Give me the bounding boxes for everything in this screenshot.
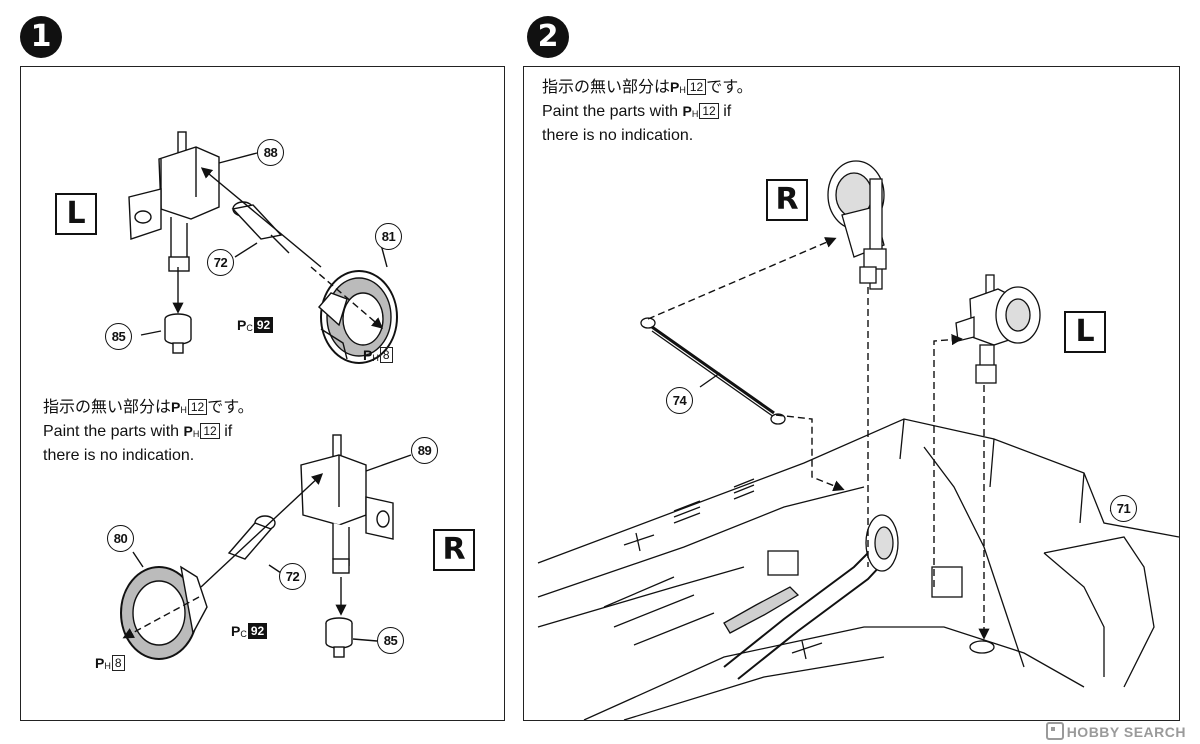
paint-mark: PH xyxy=(363,347,379,363)
callout-85-upper: 85 xyxy=(105,323,132,350)
shaft-72-upper xyxy=(231,201,290,254)
paint-code-box: 8 xyxy=(111,655,125,671)
paint-code-box: 12 xyxy=(200,423,220,439)
note-english-line2: there is no indication. xyxy=(43,447,195,464)
callout-85-lower: 85 xyxy=(377,627,404,654)
step-1-number: 1 xyxy=(20,16,62,58)
hobbysearch-watermark: HOBBY SEARCH xyxy=(1045,722,1186,740)
knuckle-88-left xyxy=(128,131,220,272)
brake-disc-81 xyxy=(318,270,398,364)
knuckle-assembly-left xyxy=(955,274,1041,384)
paint-code-box: 12 xyxy=(699,103,719,119)
shaft-72-lower xyxy=(227,515,276,560)
underbody-71 xyxy=(537,418,1179,720)
callout-72-lower: 72 xyxy=(279,563,306,590)
callout-88: 88 xyxy=(257,139,284,166)
paint-mark: PH xyxy=(682,103,699,119)
callout-74: 74 xyxy=(666,387,693,414)
tie-rod-74 xyxy=(640,317,786,425)
callout-80: 80 xyxy=(107,525,134,552)
callout-89: 89 xyxy=(411,437,438,464)
hobbysearch-logo-icon xyxy=(1045,722,1064,740)
side-marker-left: L xyxy=(55,193,97,235)
bushing-85-lower xyxy=(325,617,353,658)
paint-code-box: 92 xyxy=(247,623,268,639)
paint-mark: PH xyxy=(95,655,111,671)
paint-code-box: 8 xyxy=(379,347,393,363)
side-marker-left: L xyxy=(1064,311,1106,353)
paint-code-box: 12 xyxy=(187,399,208,415)
paint-mark: PH xyxy=(183,423,200,439)
callout-81: 81 xyxy=(375,223,402,250)
side-marker-right: R xyxy=(433,529,475,571)
paint-mark: PC xyxy=(237,317,253,333)
bushing-85-upper xyxy=(164,313,192,354)
knuckle-assembly-right xyxy=(827,160,887,290)
knuckle-89-right xyxy=(300,434,394,574)
step-1-illustration xyxy=(120,131,412,660)
step-2-number: 2 xyxy=(527,16,569,58)
paint-mark: PH xyxy=(171,399,187,415)
side-marker-right: R xyxy=(766,179,808,221)
step-2-illustration xyxy=(537,160,1179,720)
paint-mark: PH xyxy=(670,79,686,95)
note-english-line2: there is no indication. xyxy=(542,127,694,144)
callout-72-upper: 72 xyxy=(207,249,234,276)
paint-code-box: 92 xyxy=(253,317,274,333)
paint-mark: PC xyxy=(231,623,247,639)
paint-code-box: 12 xyxy=(686,79,707,95)
brake-disc-80 xyxy=(120,565,208,660)
callout-71: 71 xyxy=(1110,495,1137,522)
